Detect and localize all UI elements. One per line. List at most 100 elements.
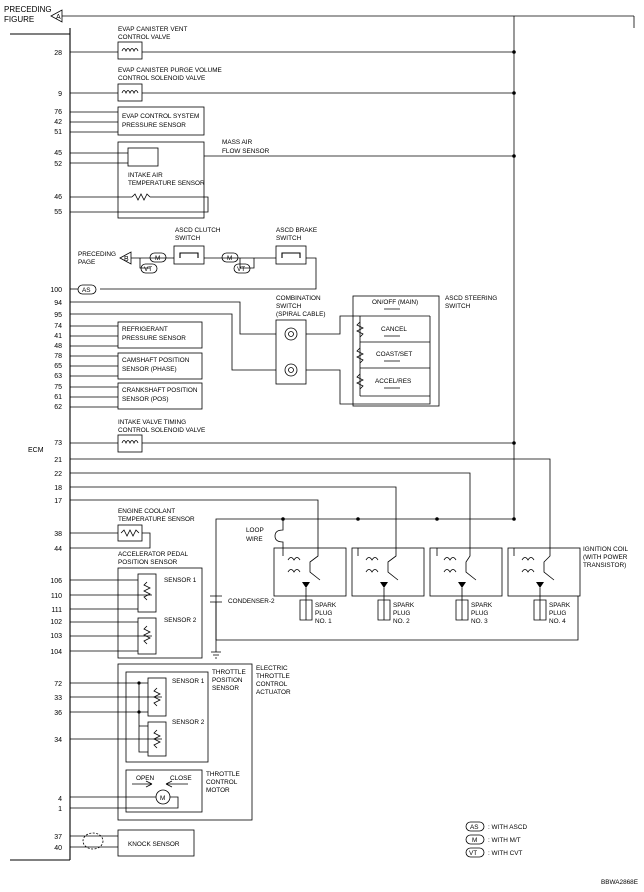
legend-badge-mt	[465, 834, 485, 845]
refrig-label-1: REFRIGERANT	[122, 326, 168, 333]
diode-icon	[302, 582, 310, 588]
tps-sensor2-label: SENSOR 2	[172, 719, 205, 726]
etc-label-1: ELECTRIC	[256, 665, 288, 672]
pin-55: 55	[54, 209, 62, 216]
cmp-label-2: SENSOR (PHASE)	[122, 366, 177, 373]
pin-62: 62	[54, 404, 62, 411]
coil-box-4	[507, 547, 581, 597]
tps-box	[125, 671, 209, 763]
pin-51: 51	[54, 129, 62, 136]
wire-22	[70, 472, 471, 548]
thermistor-icon	[131, 193, 151, 201]
wires-motor	[70, 796, 179, 809]
wire-vt-branch	[139, 258, 150, 269]
pin-37: 37	[54, 834, 62, 841]
pin-102: 102	[50, 619, 62, 626]
no4-label: NO. 4	[549, 618, 566, 625]
ckp-label-2: SENSOR (POS)	[122, 396, 169, 403]
spark-label-3: SPARK	[471, 602, 493, 609]
tps-sensor1-label: SENSOR 1	[172, 678, 205, 685]
ignition-coil-4: SPARK PLUG NO. 4 IGNITION COIL (WITH POW…	[507, 546, 629, 625]
pin-48: 48	[54, 343, 62, 350]
ecm-outline	[10, 28, 71, 861]
ascd-steer-label-1: ASCD STEERING	[445, 295, 497, 302]
solenoid-coil-icon	[121, 48, 139, 53]
plug-label-3: PLUG	[471, 610, 488, 617]
pin-34: 34	[54, 737, 62, 744]
pin-40: 40	[54, 845, 62, 852]
preceding-page-label-2: PAGE	[78, 259, 95, 266]
pin-74: 74	[54, 323, 62, 330]
app-sensor2-label: SENSOR 2	[164, 617, 197, 624]
wire-94	[70, 301, 276, 335]
ign-label-1: IGNITION COIL	[583, 546, 629, 553]
tps-label-1: THROTTLE	[212, 669, 246, 676]
evap-purge-label-2: CONTROL SOLENOID VALVE	[118, 75, 205, 82]
etc-label-3: CONTROL	[256, 681, 288, 688]
ignition-coil-3: SPARK PLUG NO. 3	[429, 547, 503, 625]
refrig-box	[117, 321, 203, 349]
badge-cvt-2-text: VT	[237, 266, 245, 273]
spark-plug-icon	[455, 588, 469, 621]
combo-label-2: SWITCH	[276, 303, 302, 310]
preceding-page-label-1: PRECEDING	[78, 251, 116, 258]
diode-icon	[536, 582, 544, 588]
coast-set-label: COAST/SET	[376, 351, 412, 358]
solenoid-coil-icon	[121, 440, 139, 445]
evap-pressure-sensor: EVAP CONTROL SYSTEM PRESSURE SENSOR	[70, 106, 205, 136]
spark-plug-icon	[533, 588, 547, 621]
etc-label-2: THROTTLE	[256, 673, 290, 680]
ignition-ground-bus	[216, 596, 579, 641]
on-off-label: ON/OFF (MAIN)	[372, 299, 418, 306]
evap-pressure-box	[117, 106, 205, 136]
ivt-box	[117, 434, 143, 453]
ascd-clutch-brake-switch: PRECEDING PAGE B ASCD CLUTCH SWITCH ASCD…	[70, 227, 317, 295]
motor-label: M	[160, 795, 165, 802]
clutch-switch-box	[173, 245, 205, 265]
condenser-2: CONDENSER-2	[210, 595, 579, 659]
coil-transistor-icon	[513, 548, 555, 581]
spiral-cable-icon-inner	[288, 331, 294, 337]
open-label: OPEN	[136, 775, 154, 782]
evap-purge-label-1: EVAP CANISTER PURGE VOLUME	[118, 67, 222, 74]
app-sensor1-label: SENSOR 1	[164, 577, 197, 584]
badge-cvt-2	[233, 263, 251, 274]
potentiometer-icon	[143, 581, 151, 601]
badge-mt-text: M	[155, 255, 160, 262]
ascd-brake-label-2: SWITCH	[276, 235, 302, 242]
ascd-steer-label-2: SWITCH	[445, 303, 471, 310]
wire-18	[70, 486, 397, 548]
etc-box	[117, 663, 253, 821]
preceding-figure-label: PRECEDING	[4, 5, 52, 14]
badge-cvt-text: VT	[144, 266, 152, 273]
wires-ckp	[70, 386, 118, 408]
badge-cvt	[140, 263, 158, 274]
electric-throttle-actuator: ELECTRIC THROTTLE CONTROL ACTUATOR THROT…	[70, 663, 291, 821]
pin-100: 100	[50, 287, 62, 294]
ignition-coil-2: SPARK PLUG NO. 2	[351, 547, 425, 625]
wire-94-b	[306, 315, 360, 335]
pin-46: 46	[54, 194, 62, 201]
pin-61: 61	[54, 394, 62, 401]
wires-ect	[70, 532, 151, 549]
ckp-label-1: CRANKSHAFT POSITION	[122, 387, 198, 394]
ignition-coil-1: SPARK PLUG NO. 1	[273, 547, 347, 625]
coil-box-1	[273, 547, 347, 597]
no3-label: NO. 3	[471, 618, 488, 625]
junction-dot	[512, 50, 516, 54]
ground-icon	[211, 651, 221, 659]
condenser-label: CONDENSER-2	[228, 598, 275, 605]
app-box	[117, 567, 203, 659]
pin-103: 103	[50, 633, 62, 640]
wires-app	[70, 579, 152, 652]
coil-transistor-icon	[436, 548, 477, 581]
evap-vent-box	[117, 41, 143, 60]
steering-switch-box	[352, 295, 440, 407]
wire-ascd-out	[100, 257, 317, 290]
ecm-pin-numbers: 28 9 76 42 51 45 52 46 55 100 94 95 74 4…	[50, 50, 62, 852]
diode-icon	[380, 582, 388, 588]
plug-label-1: PLUG	[315, 610, 332, 617]
badge-mt-2	[221, 252, 239, 263]
loop-wire-icon	[274, 519, 284, 548]
accelerator-pedal-sensor: ACCELERATOR PEDAL POSITION SENSOR SENSOR…	[70, 551, 203, 659]
